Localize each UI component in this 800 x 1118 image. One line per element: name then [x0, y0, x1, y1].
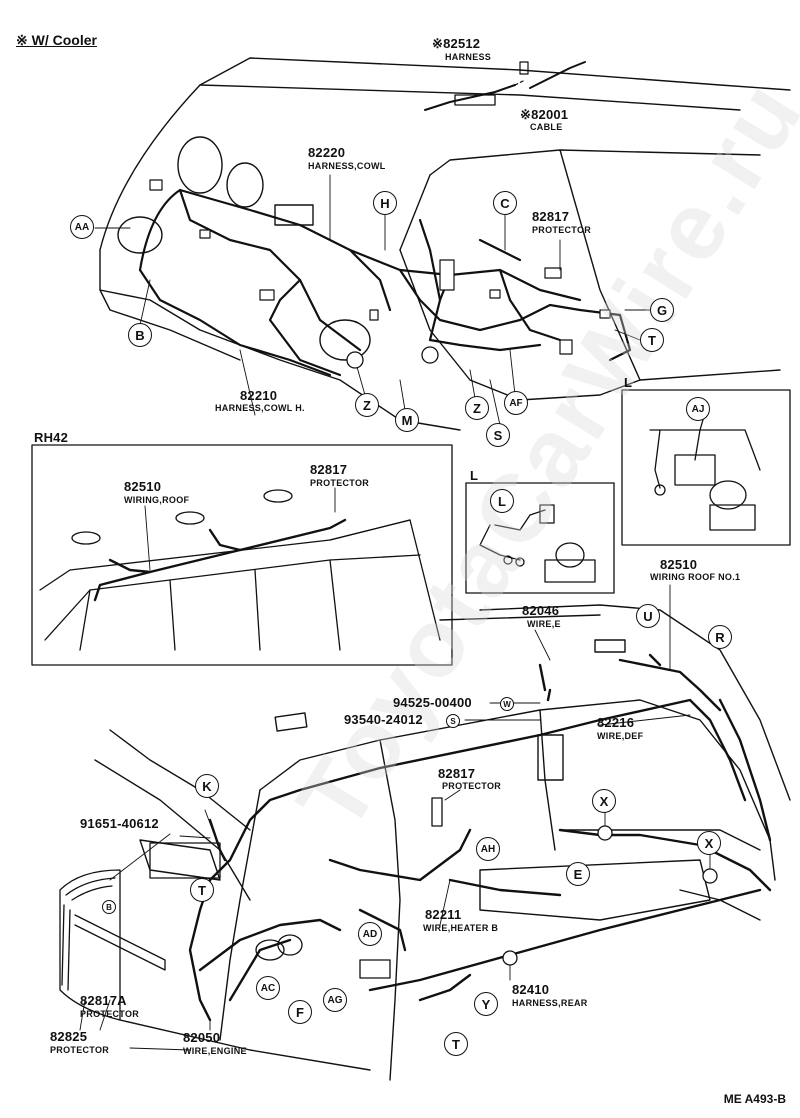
callout-s-small: S: [446, 714, 460, 728]
part-description: WIRING ROOF NO.1: [650, 572, 741, 582]
callout-x-mid: X: [592, 789, 616, 813]
part-description: PROTECTOR: [80, 1009, 140, 1019]
diagram-title: ※ W/ Cooler: [16, 32, 97, 48]
callout-b-small: B: [102, 900, 116, 914]
part-number: 91651-40612: [80, 816, 159, 831]
section-l-small: L: [470, 468, 479, 483]
callout-ad: AD: [358, 922, 382, 946]
l-inset-large: [621, 389, 791, 546]
part-number: 82817A: [80, 993, 127, 1008]
compressor-part: [149, 797, 443, 979]
callout-s: S: [486, 423, 510, 447]
callout-t-left: T: [190, 878, 214, 902]
top-leader-lines: [94, 174, 651, 426]
part-number: 82510: [124, 479, 162, 494]
callout-k: K: [195, 774, 219, 798]
part-description: HARNESS,COWL H.: [215, 403, 305, 413]
callout-l: L: [490, 489, 514, 513]
part-description: WIRE,HEATER B: [423, 923, 499, 933]
callout-z-right: Z: [465, 396, 489, 420]
callout-w-small: W: [500, 697, 514, 711]
part-number: ※82512: [432, 36, 481, 51]
l-inset-small: [465, 482, 615, 594]
part-description: HARNESS: [445, 52, 492, 62]
part-number: 82817: [310, 462, 348, 477]
part-description: PROTECTOR: [442, 781, 502, 791]
part-number: 82216: [597, 715, 635, 730]
part-description: PROTECTOR: [50, 1045, 110, 1055]
harness-cable-inset: [424, 61, 586, 111]
callout-x-right: X: [697, 831, 721, 855]
section-rh42: RH42: [34, 430, 69, 445]
part-number: 82510: [660, 557, 698, 572]
cowl-body-outline: [99, 57, 791, 431]
cowl-connectors: [149, 179, 611, 355]
cooler-coil: [59, 869, 166, 1021]
callout-f: F: [288, 1000, 312, 1024]
part-number: 82410: [512, 982, 550, 997]
part-description: PROTECTOR: [532, 225, 592, 235]
diagram-code: ME A493-B: [723, 1092, 786, 1106]
part-description: PROTECTOR: [310, 478, 370, 488]
part-number: 93540-24012: [344, 712, 423, 727]
part-number: 82046: [522, 603, 560, 618]
rear-harness-wires: [188, 653, 772, 1022]
part-number: 82817: [438, 766, 476, 781]
part-description: WIRE,DEF: [597, 731, 644, 741]
callout-z-left: Z: [355, 393, 379, 417]
callout-g: G: [650, 298, 674, 322]
callout-e: E: [566, 862, 590, 886]
part-number: 82817: [532, 209, 570, 224]
callout-c: C: [493, 191, 517, 215]
callout-h: H: [373, 191, 397, 215]
part-number: 82220: [308, 145, 346, 160]
part-number: ※82001: [520, 107, 569, 122]
part-number: 82210: [240, 388, 278, 403]
part-number: 82211: [425, 907, 462, 922]
callout-af: AF: [504, 391, 528, 415]
callout-b-top: B: [128, 323, 152, 347]
callout-m: M: [395, 408, 419, 432]
callout-aa: AA: [70, 215, 94, 239]
callout-aj: AJ: [686, 397, 710, 421]
callout-t-top: T: [640, 328, 664, 352]
part-description: WIRE,E: [527, 619, 561, 629]
callout-ag: AG: [323, 988, 347, 1012]
callout-y: Y: [474, 992, 498, 1016]
part-description: WIRE,ENGINE: [183, 1046, 247, 1056]
part-description: HARNESS,COWL: [308, 161, 386, 171]
part-number: 82825: [50, 1029, 88, 1044]
bottom-leader-lines: [79, 584, 718, 1051]
part-number: 82050: [183, 1030, 221, 1045]
rear-body-outline: [94, 604, 791, 1081]
section-l-large: L: [624, 375, 633, 390]
callout-t-bottom: T: [444, 1032, 468, 1056]
part-description: CABLE: [530, 122, 563, 132]
part-description: HARNESS,REAR: [512, 998, 588, 1008]
callout-u: U: [636, 604, 660, 628]
rh42-inset: [31, 444, 453, 666]
part-description: WIRING,ROOF: [124, 495, 190, 505]
callout-r: R: [708, 625, 732, 649]
callout-ac: AC: [256, 976, 280, 1000]
part-number: 94525-00400: [393, 695, 472, 710]
callout-ah: AH: [476, 837, 500, 861]
